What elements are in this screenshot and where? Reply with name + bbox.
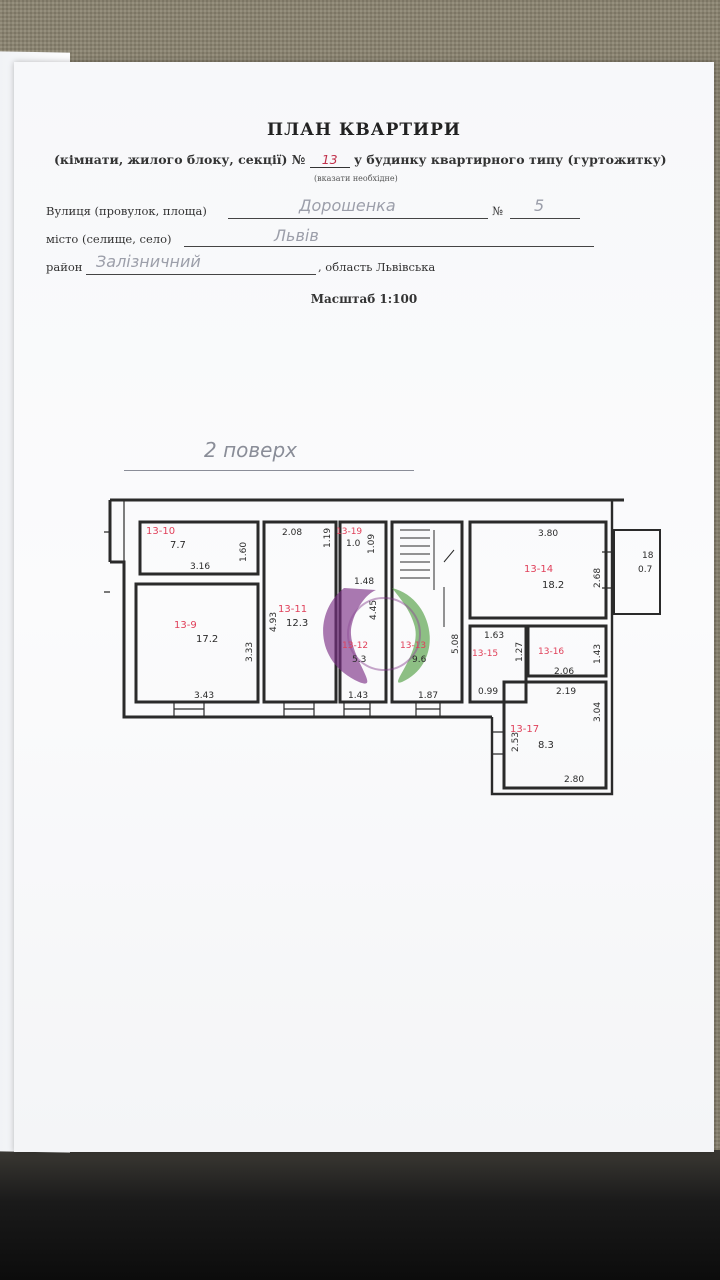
room-18-id: 18 xyxy=(642,551,654,561)
dim-0-99: 0.99 xyxy=(478,687,498,697)
floor-label-underline xyxy=(124,470,414,471)
house-label: № xyxy=(492,204,503,218)
room-13-12-area: 5.3 xyxy=(352,655,366,665)
room-18-area: 0.7 xyxy=(638,565,652,575)
room-13-10-id: 13-10 xyxy=(146,526,175,537)
room-labels: 13-10 7.7 13-9 17.2 13-11 12.3 13-19 1.0… xyxy=(146,526,654,751)
dim-3-16: 3.16 xyxy=(190,562,210,572)
dim-1-43: 1.43 xyxy=(348,691,368,701)
district-label: район xyxy=(46,260,83,274)
room-13-17-area: 8.3 xyxy=(538,740,554,751)
dim-2-68: 2.68 xyxy=(593,568,603,588)
city-value: Львів xyxy=(274,226,319,245)
dim-4-93: 4.93 xyxy=(269,612,279,632)
dim-2-19: 2.19 xyxy=(556,687,576,697)
dim-1-87: 1.87 xyxy=(418,691,438,701)
dim-1-48: 1.48 xyxy=(354,577,374,587)
apartment-number: 13 xyxy=(309,152,350,168)
dim-1-60: 1.60 xyxy=(239,542,249,562)
city-label: місто (селище, село) xyxy=(46,232,172,246)
dim-3-80: 3.80 xyxy=(538,529,558,539)
scale-label: Масштаб 1:100 xyxy=(310,292,418,306)
document-title: ПЛАН КВАРТИРИ xyxy=(267,120,461,140)
room-13-11-area: 12.3 xyxy=(286,618,308,629)
room-13-11-id: 13-11 xyxy=(278,604,307,615)
room-13-13-id: 13-13 xyxy=(400,641,426,651)
room-13-19-id: 13-19 xyxy=(336,527,362,537)
room-13-9-area: 17.2 xyxy=(196,634,218,645)
street-underline xyxy=(228,218,488,219)
stair-hatch xyxy=(400,529,455,627)
dim-2-80: 2.80 xyxy=(564,775,584,785)
room-13-13-area: 9.6 xyxy=(412,655,427,665)
document-sheet: ПЛАН КВАРТИРИ (кімнати, жилого блоку, се… xyxy=(14,62,714,1152)
district-underline xyxy=(86,274,316,275)
dim-1-19: 1.19 xyxy=(323,528,333,548)
room-13-14-area: 18.2 xyxy=(542,580,564,591)
room-13-17-id: 13-17 xyxy=(510,724,539,735)
floor-label: 2 поверх xyxy=(204,438,298,462)
room-13-12-id: 13-12 xyxy=(342,641,368,651)
dim-5-08: 5.08 xyxy=(451,634,461,654)
district-value: Залізничний xyxy=(96,252,201,271)
city-underline xyxy=(184,246,594,247)
region-text: , область Львівська xyxy=(318,260,436,274)
dim-1-09: 1.09 xyxy=(367,534,377,554)
house-underline xyxy=(510,218,580,219)
house-value: 5 xyxy=(534,196,545,215)
subtitle-note: (вказати необхідне) xyxy=(314,174,398,183)
dark-floor xyxy=(0,1150,720,1280)
street-row: Вулиця (провулок, площа) xyxy=(46,204,207,218)
room-13-10-area: 7.7 xyxy=(170,540,186,551)
street-value: Дорошенка xyxy=(299,196,396,215)
document-subtitle: (кімнати, жилого блоку, секції) № 13 у б… xyxy=(54,152,667,168)
dim-1-63: 1.63 xyxy=(484,631,504,641)
floor-plan: 13-10 7.7 13-9 17.2 13-11 12.3 13-19 1.0… xyxy=(104,498,661,796)
dimension-labels: 3.16 1.60 3.33 3.43 2.08 4.93 1.19 1.09 … xyxy=(190,528,603,785)
dim-3-04: 3.04 xyxy=(593,702,603,722)
dim-3-33: 3.33 xyxy=(245,642,255,662)
room-13-19-area: 1.0 xyxy=(346,539,361,549)
room-13-14-id: 13-14 xyxy=(524,564,553,575)
subtitle-suffix: у будинку квартирного типу (гуртожитку) xyxy=(354,152,667,167)
room-13-16-id: 13-16 xyxy=(538,647,564,657)
dim-1-27: 1.27 xyxy=(515,642,525,662)
subtitle-prefix: (кімнати, жилого блоку, секції) № xyxy=(54,152,306,167)
street-label: Вулиця (провулок, площа) xyxy=(46,204,207,218)
plan-windows xyxy=(104,531,614,755)
room-13-15-id: 13-15 xyxy=(472,649,498,659)
plan-walls xyxy=(108,498,661,796)
dim-1-43b: 1.43 xyxy=(593,644,603,664)
dim-4-45: 4.45 xyxy=(369,600,379,620)
dim-3-43: 3.43 xyxy=(194,691,214,701)
watermark-logo-icon xyxy=(323,588,430,684)
dim-2-06: 2.06 xyxy=(554,667,574,677)
dim-2-08: 2.08 xyxy=(282,528,302,538)
dim-2-53: 2.53 xyxy=(511,732,521,752)
room-13-9-id: 13-9 xyxy=(174,620,197,631)
